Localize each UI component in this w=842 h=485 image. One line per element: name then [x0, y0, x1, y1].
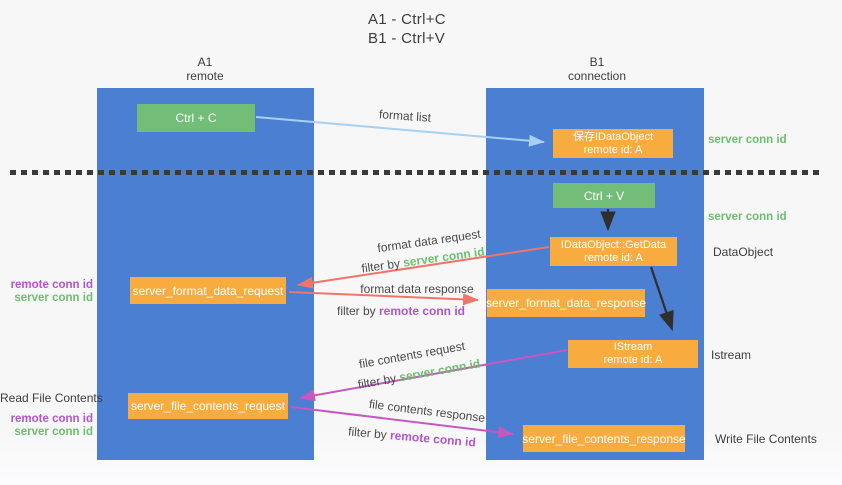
- lifeline-left-name: A1: [197, 55, 213, 69]
- label-file-contents-response: file contents response: [368, 396, 486, 426]
- format-data-request-label: server_format_data_request: [132, 283, 284, 298]
- lifeline-right-role: connection: [567, 69, 627, 83]
- annotation-server-conn-id-left-2: server conn id: [14, 426, 93, 438]
- format-data-response-label: server_format_data_response: [485, 296, 647, 310]
- annotation-istream: Istream: [711, 348, 752, 362]
- annotation-server-conn-id-mid: server conn id: [708, 211, 787, 223]
- getdata-line1: IDataObject::GetData: [560, 238, 667, 251]
- ctrl-c-box: Ctrl + C: [137, 104, 255, 132]
- file-contents-request-box: server_file_contents_request: [128, 393, 288, 419]
- save-dataobject-line2: remote id: A: [583, 143, 643, 156]
- save-dataobject-box: 保存IDataObject remote id: A: [553, 129, 673, 158]
- diagram-title: A1 - Ctrl+C B1 - Ctrl+V: [368, 10, 446, 48]
- lifeline-header-left: A1 remote: [155, 55, 255, 83]
- lifeline-right-name: B1: [589, 55, 605, 69]
- annotation-server-conn-id-top: server conn id: [708, 134, 787, 146]
- lifeline-header-right: B1 connection: [547, 55, 647, 83]
- label-format-data-response: format data response: [360, 282, 474, 296]
- remote-conn-id-text: remote conn id: [379, 304, 466, 318]
- file-contents-response-box: server_file_contents_response: [522, 425, 686, 452]
- remote-conn-id-text: remote conn id: [389, 428, 477, 450]
- filter-by-text: filter by: [336, 304, 379, 318]
- format-data-response-box: server_format_data_response: [485, 289, 647, 317]
- label-format-list: format list: [378, 107, 432, 125]
- label-filter-by-remote-conn-id-2: filter by remote conn id: [348, 424, 477, 449]
- file-contents-request-label: server_file_contents_request: [130, 399, 286, 413]
- ctrl-v-box: Ctrl + V: [553, 183, 655, 208]
- istream-line1: IStream: [613, 341, 653, 353]
- label-filter-by-remote-conn-id-1: filter by remote conn id: [337, 304, 465, 318]
- title-line-ctrl-v: B1 - Ctrl+V: [368, 30, 446, 47]
- title-line-ctrl-c: A1 - Ctrl+C: [368, 11, 446, 28]
- annotation-write-file-contents: Write File Contents: [715, 432, 817, 446]
- annotation-server-conn-id-left-1: server conn id: [14, 292, 93, 304]
- filter-by-text: filter by: [356, 370, 401, 392]
- lifeline-left-role: remote: [186, 69, 224, 83]
- annotation-remote-conn-id-left-1: remote conn id: [10, 279, 93, 291]
- filter-by-text: filter by: [347, 424, 391, 443]
- getdata-box: IDataObject::GetData remote id: A: [550, 237, 677, 266]
- save-dataobject-line1: 保存IDataObject: [572, 130, 654, 143]
- istream-line2: remote id: A: [603, 354, 663, 366]
- annotation-dataobject: DataObject: [713, 245, 774, 259]
- file-contents-response-label: server_file_contents_response: [522, 431, 686, 446]
- ctrl-c-label: Ctrl + C: [175, 111, 217, 125]
- getdata-line2: remote id: A: [584, 251, 643, 264]
- phase-separator-dotted-line: [10, 170, 824, 175]
- istream-box: IStream remote id: A: [568, 340, 698, 368]
- annotation-read-file-contents: Read File Contents: [0, 391, 103, 405]
- filter-by-text: filter by: [360, 255, 405, 276]
- ctrl-v-label: Ctrl + V: [583, 188, 625, 203]
- format-data-request-box: server_format_data_request: [130, 277, 286, 304]
- annotation-remote-conn-id-left-2: remote conn id: [10, 413, 93, 425]
